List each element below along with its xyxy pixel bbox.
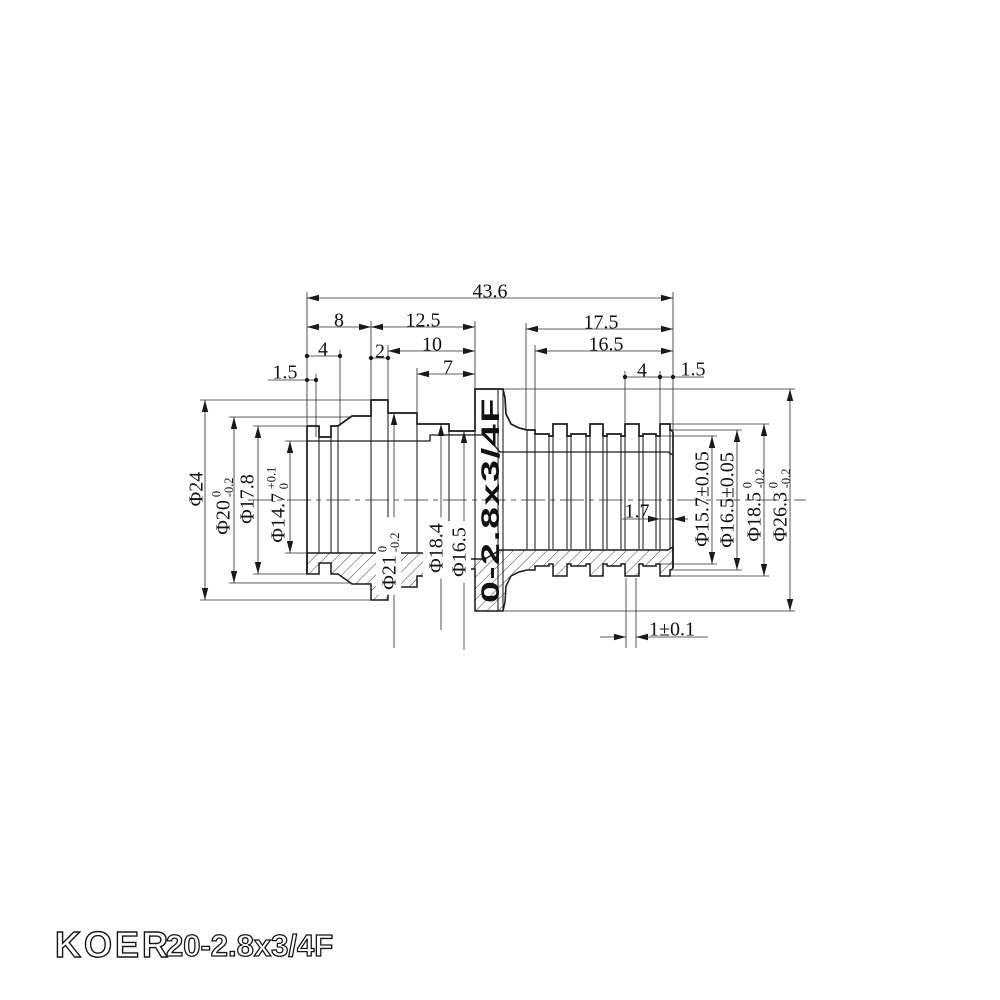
brand-model-text: 20-2.8x3/4F: [166, 928, 333, 963]
dim-label-dia_20: Φ200-0.2: [210, 477, 236, 534]
part-feature-edges: [318, 389, 671, 611]
dimension-annotations: 43.6 8 12.5 17.5 10 16.5 7 4 2 4 1.5 1.5Φ24Φ200-0.2…: [185, 280, 794, 650]
dim-label-dia_16_5_left: Φ16.5: [448, 527, 470, 577]
dim-label-mid_section: 12.5: [406, 309, 441, 331]
dim-label-dia_26_3: Φ26.30-0.2: [767, 469, 793, 542]
part-marking: 0-2.8x3/4F: [477, 397, 505, 603]
dim-label-barb_section: 17.5: [584, 311, 619, 333]
dim-label-collar_width: 2: [375, 340, 385, 362]
brand-logo-text: KOER: [55, 924, 171, 965]
dim-label-end_land: 1.5: [681, 358, 706, 380]
dim-label-dia_16_5_right: Φ16.5±0.05: [716, 452, 738, 548]
dim-label-groove_width: 1.7: [625, 500, 650, 522]
dim-label-rib_width: 1±0.1: [649, 618, 695, 640]
dim-label-left_section: 8: [334, 309, 344, 331]
dim-label-mid_sub: 10: [422, 333, 442, 355]
dim-label-dia_15_7: Φ15.7±0.05: [691, 451, 713, 547]
dim-label-dia_21: Φ210-0.2: [376, 532, 402, 589]
part-bore-line: [307, 434, 674, 456]
dim-label-dia_24: Φ24: [185, 472, 207, 507]
dim-label-barb_sub: 16.5: [589, 333, 624, 355]
dim-label-dia_14_7: Φ14.7+0.10: [265, 467, 291, 543]
dim-label-mid_sub2: 7: [443, 356, 453, 378]
dim-label-left_land: 1.5: [273, 361, 298, 383]
dim-label-total_length: 43.6: [473, 280, 508, 302]
dim-label-dia_18_4: Φ18.4: [425, 523, 447, 573]
dim-label-dia_17_8: Φ17.8: [236, 474, 258, 524]
part-marking-text: 0-2.8x3/4F: [477, 397, 505, 603]
dim-label-barb_pitch: 4: [637, 359, 647, 381]
footer-brand-block: KOER 20-2.8x3/4F: [54, 923, 334, 965]
dim-label-left_groove: 4: [318, 338, 328, 360]
dim-label-dia_18_5: Φ18.50-0.2: [741, 469, 767, 542]
